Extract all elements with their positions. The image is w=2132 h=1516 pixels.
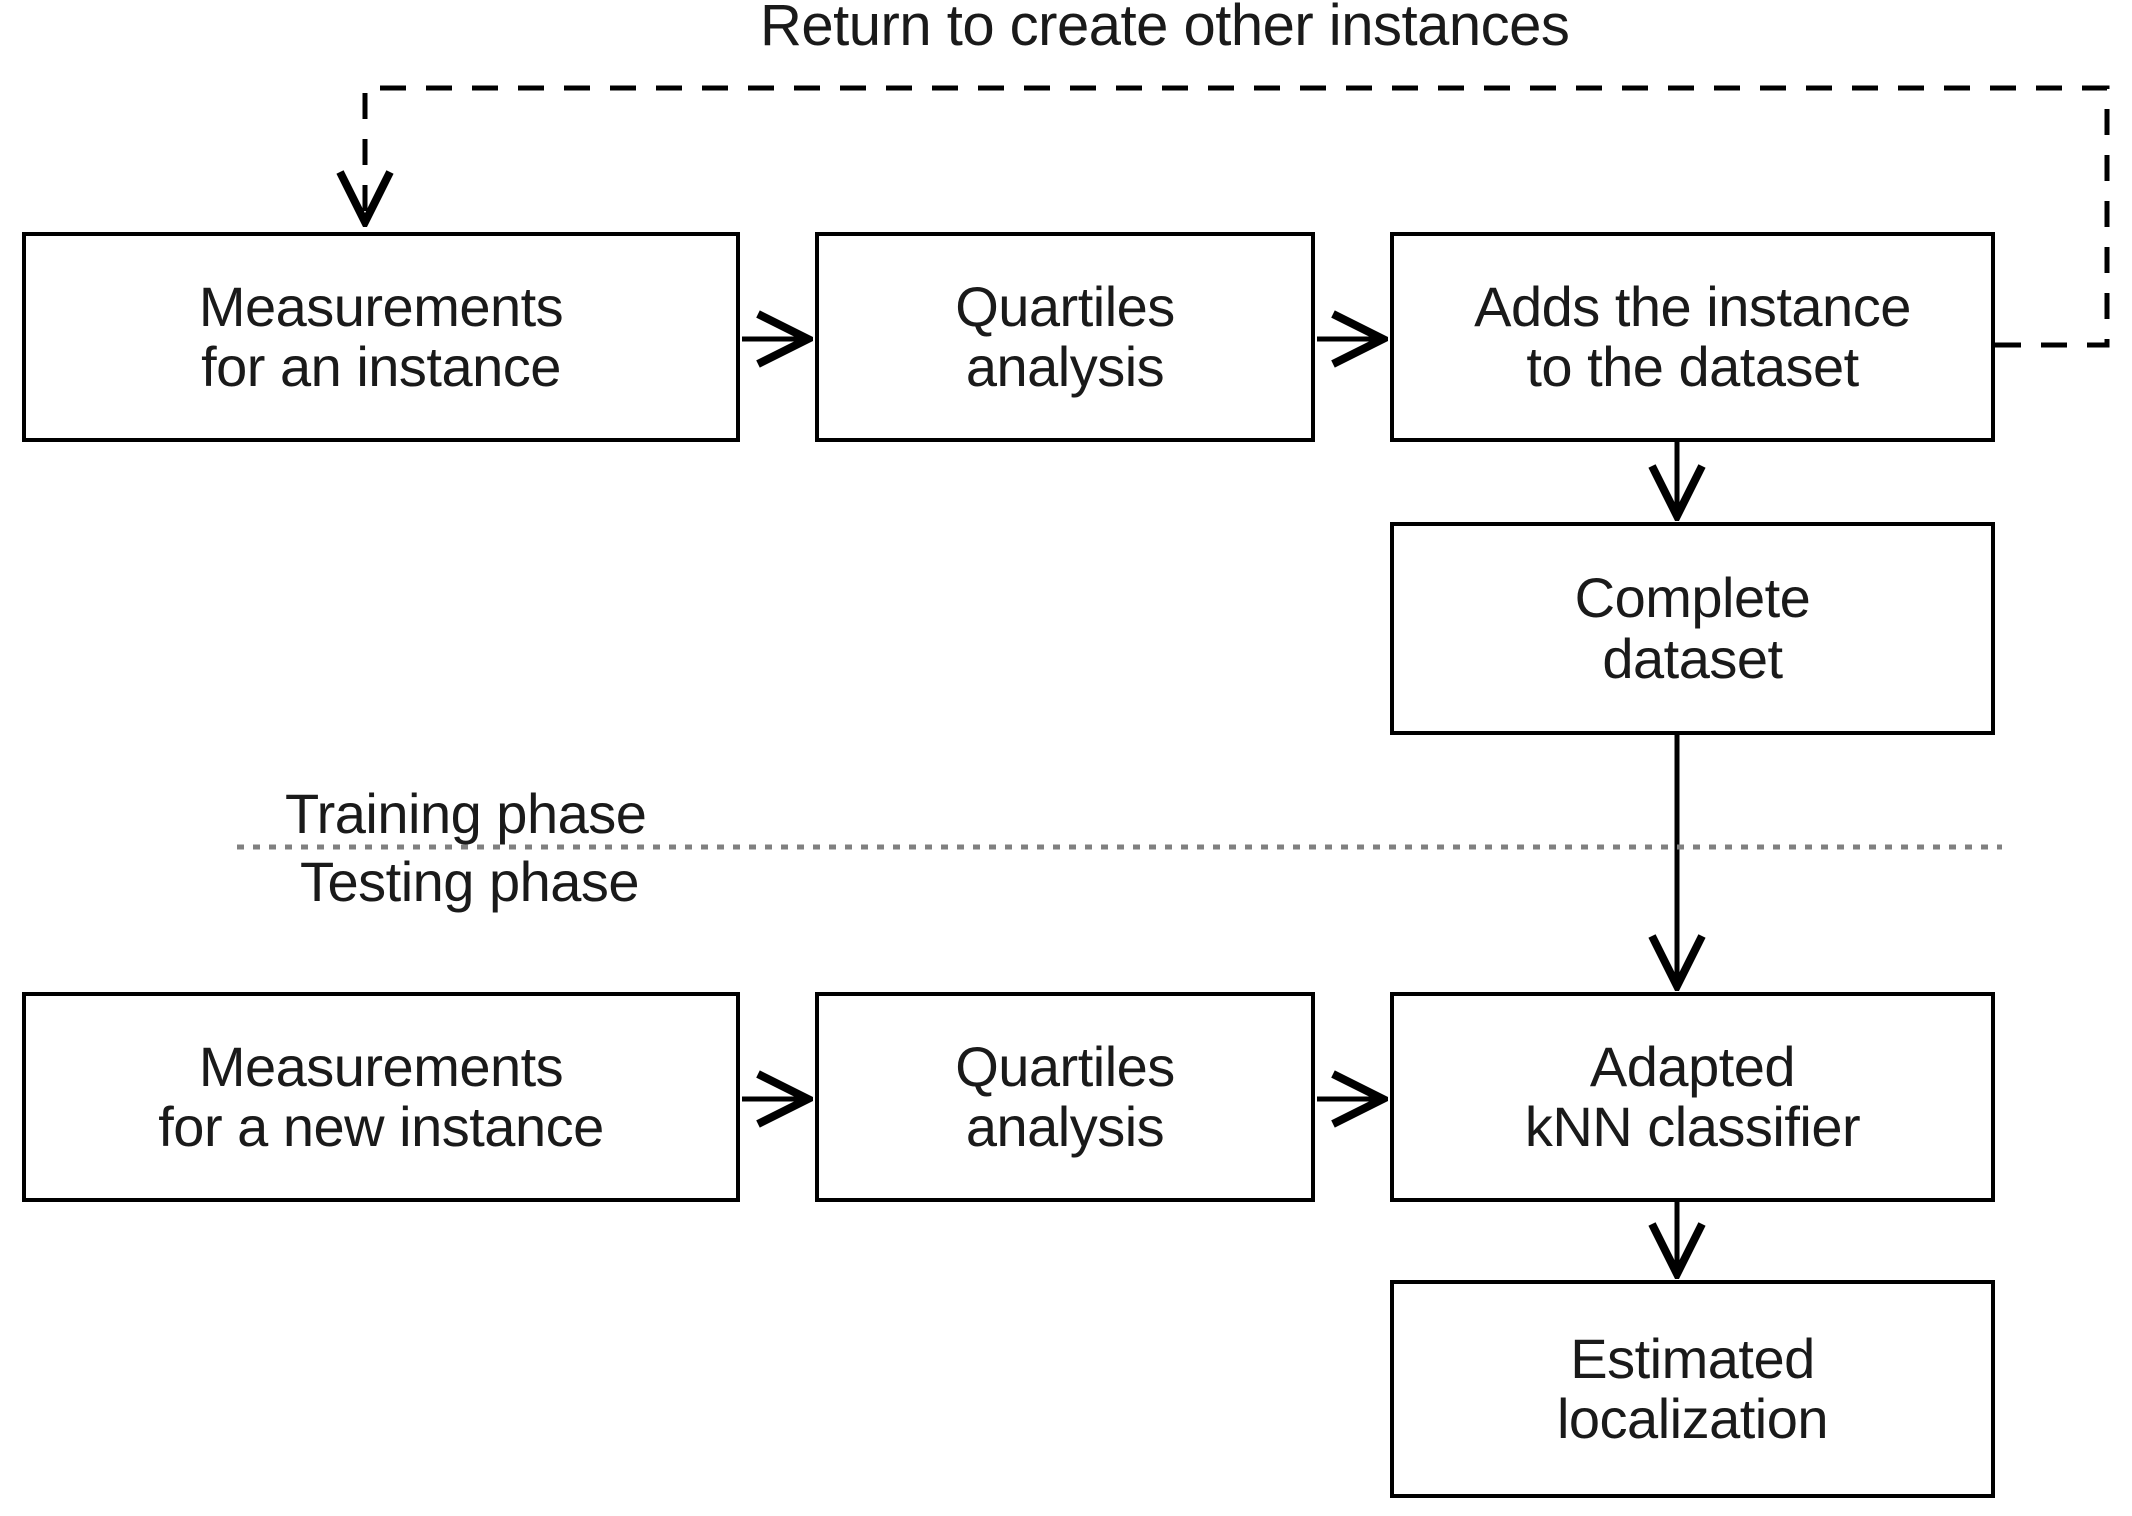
- node-line-2: analysis: [965, 1095, 1165, 1158]
- node-quartiles-analysis-top[interactable]: Quartiles analysis: [815, 232, 1315, 442]
- node-line-2: for a new instance: [158, 1095, 604, 1158]
- node-measurements-new-instance[interactable]: Measurements for a new instance: [22, 992, 740, 1202]
- node-line-1: Adapted: [1589, 1034, 1796, 1098]
- node-line-2: for an instance: [201, 335, 561, 398]
- node-estimated-localization[interactable]: Estimated localization: [1390, 1280, 1995, 1498]
- node-line-1: Quartiles: [955, 274, 1175, 338]
- node-line-1: Measurements: [198, 1034, 564, 1098]
- testing-phase-label: Testing phase: [300, 850, 640, 913]
- training-phase-label: Training phase: [285, 782, 647, 845]
- node-line-1: Adds the instance: [1474, 274, 1911, 338]
- node-measurements-instance[interactable]: Measurements for an instance: [22, 232, 740, 442]
- node-line-1: Measurements: [198, 274, 564, 338]
- node-line-2: to the dataset: [1526, 335, 1859, 398]
- node-quartiles-analysis-bottom[interactable]: Quartiles analysis: [815, 992, 1315, 1202]
- node-line-1: Estimated: [1570, 1326, 1815, 1390]
- node-line-2: analysis: [965, 335, 1165, 398]
- node-line-2: kNN classifier: [1524, 1095, 1861, 1158]
- feedback-loop-arrow: [365, 85, 2110, 348]
- node-line-2: dataset: [1602, 626, 1783, 690]
- node-line-1: Quartiles: [955, 1034, 1175, 1098]
- node-line-2: localization: [1556, 1387, 1829, 1450]
- node-adds-instance-dataset[interactable]: Adds the instance to the dataset: [1390, 232, 1995, 442]
- node-line-1: Complete: [1574, 566, 1811, 630]
- feedback-loop-label: Return to create other instances: [760, 0, 1570, 58]
- node-adapted-knn-classifier[interactable]: Adapted kNN classifier: [1390, 992, 1995, 1202]
- node-complete-dataset[interactable]: Complete dataset: [1390, 522, 1995, 735]
